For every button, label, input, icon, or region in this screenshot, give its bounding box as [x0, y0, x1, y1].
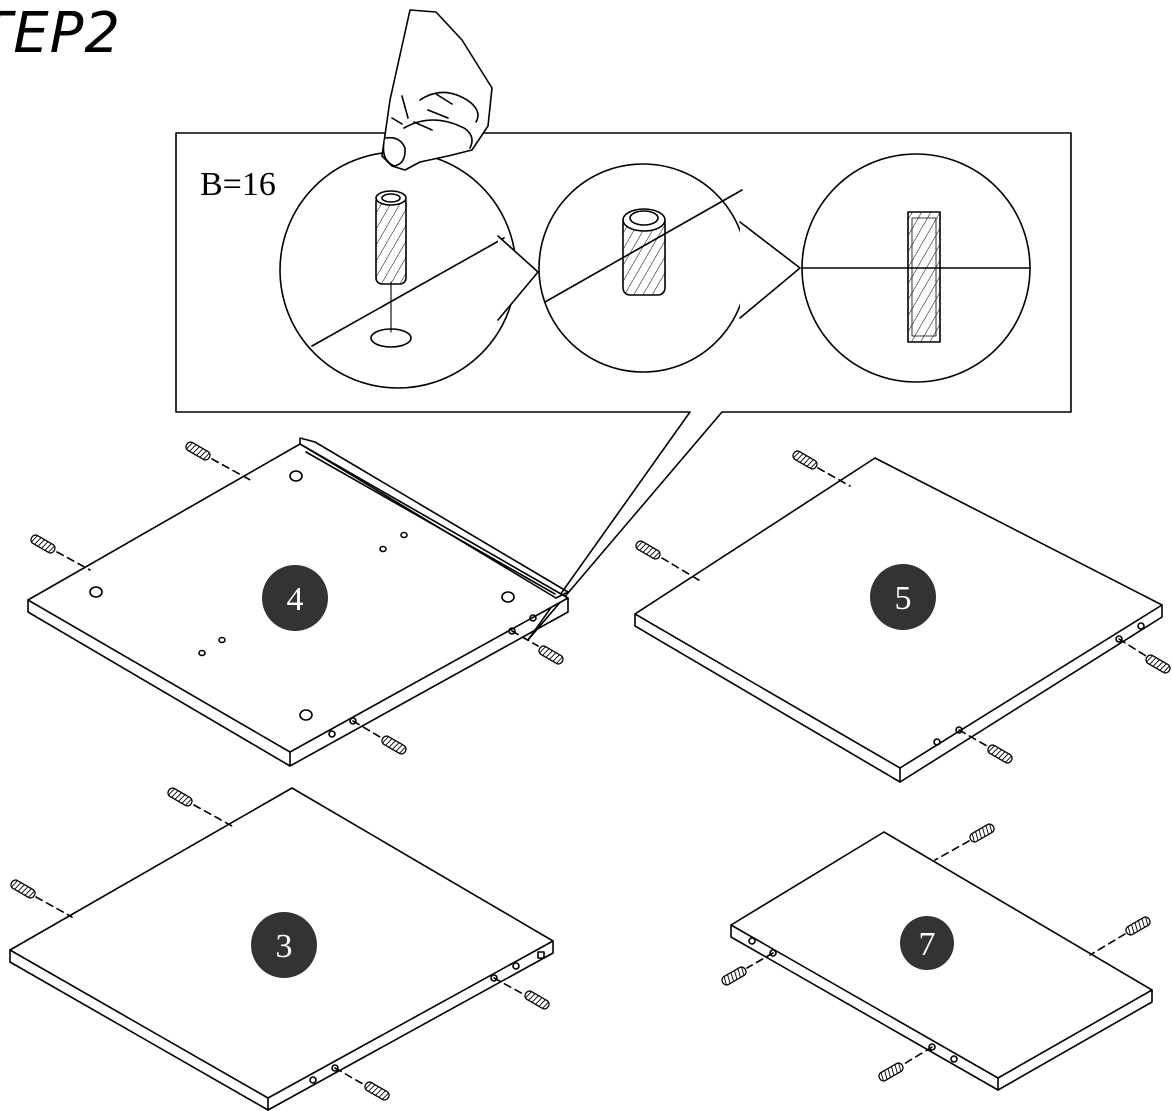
panel-number-badge: 5 — [870, 564, 936, 630]
detail-circle-3 — [801, 153, 1031, 383]
detail-circle-1 — [279, 151, 517, 389]
panel-number-badge: 7 — [900, 916, 954, 970]
panel-7: 7 — [719, 821, 1153, 1091]
panel-5: 5 — [633, 448, 1172, 783]
panel-4: 4 — [27, 437, 569, 767]
panel-3: 3 — [8, 785, 554, 1111]
dowel-icon — [907, 211, 941, 343]
callout-box — [175, 132, 1072, 641]
step-title: TEP2 — [0, 1, 121, 66]
panel-number-badge: 4 — [262, 565, 328, 631]
panel-number: 4 — [287, 581, 304, 618]
panel-number-badge: 3 — [251, 912, 317, 978]
hand-icon — [381, 9, 493, 171]
panel-number: 3 — [276, 928, 293, 965]
panel-number: 7 — [919, 926, 936, 963]
callout-label: B=16 — [200, 166, 276, 203]
dowel-icon — [375, 190, 407, 285]
dowel-icon — [622, 208, 666, 296]
panel-number: 5 — [895, 580, 912, 617]
detail-circle-2 — [538, 163, 748, 373]
